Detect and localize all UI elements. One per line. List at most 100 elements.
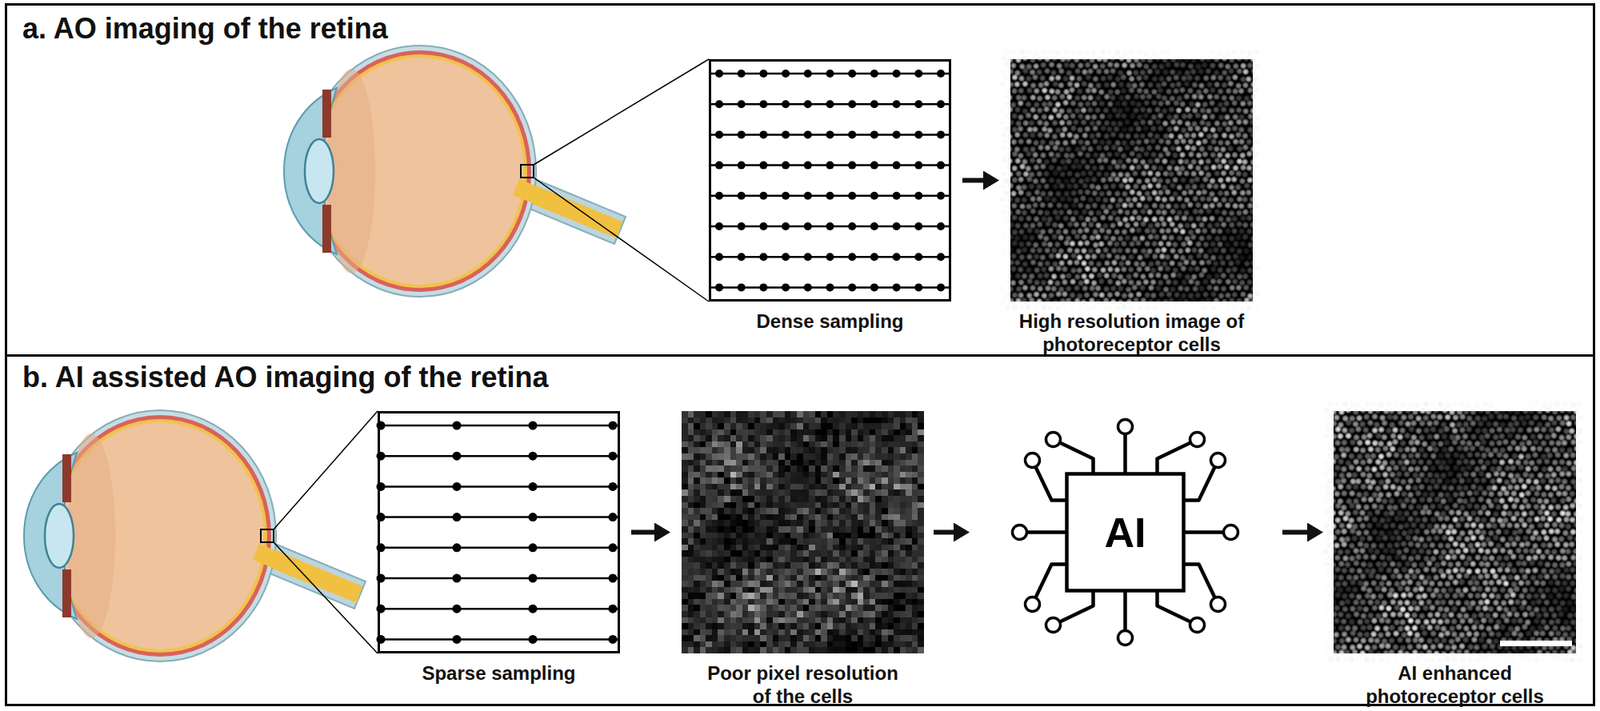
photoreceptor-cell — [1086, 106, 1094, 114]
photoreceptor-cell — [1169, 118, 1177, 126]
photoreceptor-cell — [1184, 221, 1192, 229]
photoreceptor-cell — [1032, 290, 1040, 298]
sample-point — [452, 543, 462, 552]
image-pixel — [900, 417, 907, 424]
image-pixel — [905, 435, 912, 442]
photoreceptor-cell — [1142, 73, 1150, 81]
photoreceptor-cell — [999, 196, 1007, 204]
sample-point — [826, 283, 835, 292]
image-pixel — [717, 429, 724, 436]
photoreceptor-cell — [1068, 278, 1076, 286]
photoreceptor-cell — [1184, 105, 1192, 113]
photoreceptor-cell — [1044, 144, 1052, 152]
image-pixel — [845, 441, 852, 448]
image-pixel — [832, 417, 840, 424]
photoreceptor-cell — [1176, 118, 1184, 126]
photoreceptor-cell — [1176, 184, 1184, 192]
photoreceptor-cell — [1194, 201, 1202, 209]
photoreceptor-cell — [1253, 304, 1261, 312]
photoreceptor-cell — [1079, 194, 1087, 202]
photoreceptor-cell — [1136, 253, 1144, 261]
photoreceptor-cell — [1066, 220, 1074, 228]
photoreceptor-cell — [1241, 221, 1249, 229]
sample-point — [376, 543, 386, 552]
sample-point — [376, 482, 386, 492]
photoreceptor-cell — [1084, 252, 1092, 260]
photoreceptor-cell — [1017, 87, 1025, 95]
photoreceptor-cell — [1160, 233, 1168, 241]
photoreceptor-cell — [1178, 151, 1186, 159]
photoreceptor-cell — [1176, 284, 1184, 292]
photoreceptor-cell — [1193, 74, 1201, 82]
photoreceptor-cell — [1060, 278, 1068, 286]
photoreceptor-cell — [1231, 99, 1239, 107]
image-pixel — [784, 429, 792, 436]
image-pixel — [863, 423, 870, 430]
photoreceptor-cell — [1069, 112, 1077, 120]
photoreceptor-cell — [1061, 252, 1069, 260]
image-pixel — [827, 453, 834, 460]
photoreceptor-cell — [1106, 164, 1114, 172]
photoreceptor-cell — [1076, 240, 1084, 248]
photoreceptor-cell — [1242, 247, 1250, 255]
photoreceptor-cell — [1052, 169, 1060, 177]
image-pixel — [851, 460, 858, 467]
photoreceptor-cell — [1010, 87, 1018, 95]
photoreceptor-cell — [1032, 164, 1040, 172]
photoreceptor-cell — [1153, 156, 1161, 164]
image-pixel — [857, 447, 864, 454]
image-pixel — [754, 460, 761, 467]
photoreceptor-cell — [1220, 54, 1228, 62]
photoreceptor-cell — [1055, 201, 1063, 209]
image-pixel — [912, 447, 919, 454]
photoreceptor-cell — [1157, 240, 1165, 248]
photoreceptor-cell — [1048, 60, 1056, 68]
sample-point — [804, 192, 812, 200]
image-pixel — [803, 411, 810, 418]
image-pixel — [869, 465, 876, 472]
image-pixel — [893, 429, 900, 436]
sample-point — [715, 100, 724, 108]
photoreceptor-cell — [1252, 201, 1260, 209]
photoreceptor-cell — [1010, 214, 1018, 222]
photoreceptor-cell — [1168, 132, 1176, 140]
photoreceptor-cell — [1212, 55, 1220, 63]
image-pixel — [778, 417, 785, 424]
image-pixel — [730, 465, 737, 472]
photoreceptor-cell — [1249, 169, 1257, 177]
sample-point — [804, 69, 812, 78]
photoreceptor-cell — [1248, 208, 1256, 216]
photoreceptor-cell — [1099, 214, 1107, 222]
image-pixel — [912, 453, 919, 460]
image-pixel — [700, 460, 707, 467]
scan-line — [379, 424, 620, 428]
image-pixel — [681, 453, 688, 460]
photoreceptor-cell — [1205, 195, 1213, 203]
image-pixel — [717, 465, 724, 472]
image-pixel — [766, 429, 773, 436]
photoreceptor-cell — [1241, 144, 1249, 152]
photoreceptor-cell — [1250, 67, 1258, 75]
photoreceptor-cell — [1017, 137, 1025, 145]
photoreceptor-cell — [1083, 291, 1091, 299]
image-pixel — [717, 460, 724, 467]
image-pixel — [760, 435, 767, 442]
photoreceptor-cell — [1050, 232, 1058, 240]
sample-point — [848, 161, 856, 170]
photoreceptor-cell — [1124, 247, 1132, 255]
photoreceptor-cell — [1014, 56, 1022, 64]
image-pixel — [888, 423, 895, 430]
image-pixel — [839, 435, 846, 442]
photoreceptor-cell — [1026, 277, 1034, 285]
image-pixel — [766, 441, 773, 448]
image-pixel — [912, 465, 919, 472]
photoreceptor-cell — [1176, 272, 1184, 280]
image-pixel — [784, 447, 792, 454]
photoreceptor-cell — [1180, 137, 1188, 145]
photoreceptor-cell — [1120, 73, 1128, 81]
photoreceptor-cell — [1248, 118, 1256, 126]
photoreceptor-cell — [1235, 106, 1243, 114]
photoreceptor-cell — [1197, 68, 1205, 76]
photoreceptor-cell — [1066, 259, 1074, 267]
photoreceptor-cell — [1252, 124, 1260, 132]
